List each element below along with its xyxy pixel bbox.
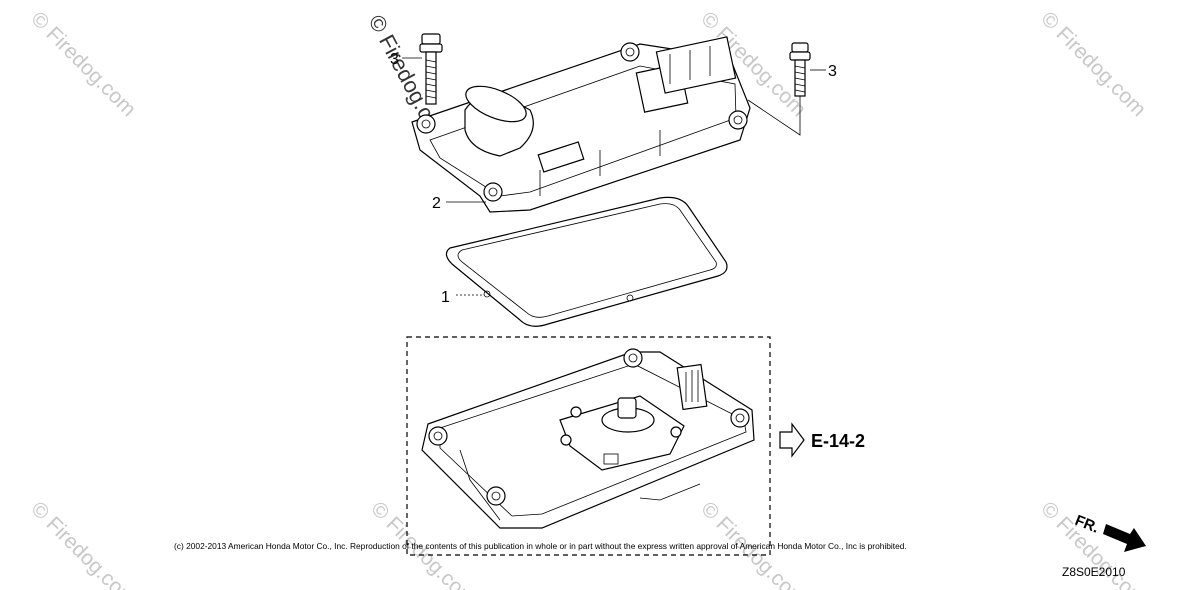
cover-part-2 [411,36,751,213]
bolt-left [419,33,443,105]
copyright-notice: (c) 2002-2013 American Honda Motor Co., … [174,541,907,551]
bolt-right [789,42,811,97]
gasket-part-1 [445,196,728,327]
base-assembly [421,348,755,529]
leader-line-bolt-right [747,96,801,136]
front-arrow-icon [1103,524,1146,552]
watermark: © Firedog.com [26,7,140,121]
watermark: © Firedog.com [1036,7,1150,121]
callout-2: 2 [432,195,441,212]
callout-1: 1 [441,289,450,306]
reference-label[interactable]: E-14-2 [811,431,865,451]
reference-box [406,336,771,556]
diagram-code: Z8S0E2010 [1062,565,1126,579]
callout-3-right: 3 [828,63,837,80]
watermark: © Firedog.com [26,497,140,590]
callout-3-left: 3 [390,51,399,68]
reference-arrow-icon [779,422,805,458]
